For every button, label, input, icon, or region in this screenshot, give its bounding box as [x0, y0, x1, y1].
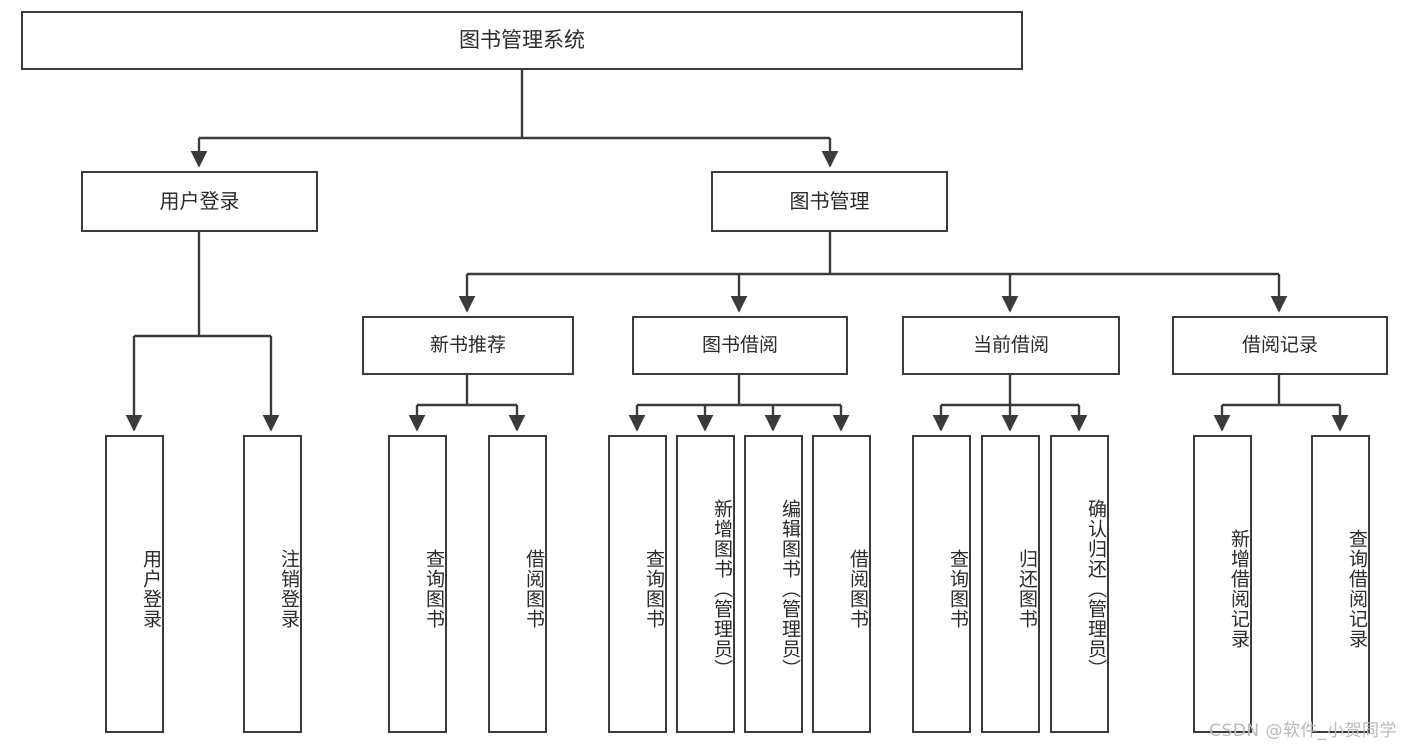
leaf-query-book-borrow[interactable]: 查询图书 [608, 435, 667, 733]
node-label: 新增图书（管理员） [711, 499, 733, 679]
leaf-query-borrow-record[interactable]: 查询借阅记录 [1311, 435, 1370, 733]
node-borrow-record[interactable]: 借阅记录 [1172, 316, 1388, 375]
node-label: 查询图书 [947, 549, 969, 629]
leaf-confirm-return-admin[interactable]: 确认归还（管理员） [1050, 435, 1109, 733]
node-label: 注销登录 [278, 549, 300, 629]
node-label: 图书管理系统 [459, 27, 585, 52]
node-book-management[interactable]: 图书管理 [711, 171, 948, 232]
leaf-query-book-current[interactable]: 查询图书 [912, 435, 971, 733]
csdn-watermark: CSDN @软件_小贺同学 [1209, 721, 1397, 741]
node-label: 当前借阅 [972, 333, 1049, 356]
node-label: 用户登录 [140, 549, 162, 629]
node-label: 编辑图书（管理员） [779, 499, 801, 679]
node-current-borrow[interactable]: 当前借阅 [902, 316, 1120, 375]
node-label: 借阅图书 [847, 549, 869, 629]
node-label: 查询图书 [423, 549, 445, 629]
leaf-query-book-newbook[interactable]: 查询图书 [388, 435, 447, 733]
node-root-system[interactable]: 图书管理系统 [21, 11, 1023, 70]
node-label: 图书管理 [789, 189, 870, 214]
leaf-add-borrow-record[interactable]: 新增借阅记录 [1193, 435, 1252, 733]
leaf-return-book[interactable]: 归还图书 [981, 435, 1040, 733]
node-label: 新增借阅记录 [1228, 529, 1250, 649]
node-label: 借阅记录 [1241, 333, 1318, 356]
leaf-borrow-book-newbook[interactable]: 借阅图书 [488, 435, 547, 733]
leaf-borrow-book[interactable]: 借阅图书 [812, 435, 871, 733]
leaf-logout[interactable]: 注销登录 [243, 435, 302, 733]
node-book-borrow[interactable]: 图书借阅 [632, 316, 848, 375]
node-label: 用户登录 [159, 189, 240, 214]
node-label: 借阅图书 [523, 549, 545, 629]
node-user-login[interactable]: 用户登录 [81, 171, 318, 232]
node-label: 归还图书 [1016, 549, 1038, 629]
node-label: 确认归还（管理员） [1085, 499, 1107, 679]
node-label: 查询借阅记录 [1346, 529, 1368, 649]
leaf-user-login[interactable]: 用户登录 [105, 435, 164, 733]
leaf-add-book-admin[interactable]: 新增图书（管理员） [676, 435, 735, 733]
node-label: 图书借阅 [701, 333, 778, 356]
node-new-book-recommend[interactable]: 新书推荐 [362, 316, 574, 375]
node-label: 新书推荐 [429, 333, 506, 356]
node-label: 查询图书 [643, 549, 665, 629]
leaf-edit-book-admin[interactable]: 编辑图书（管理员） [744, 435, 803, 733]
